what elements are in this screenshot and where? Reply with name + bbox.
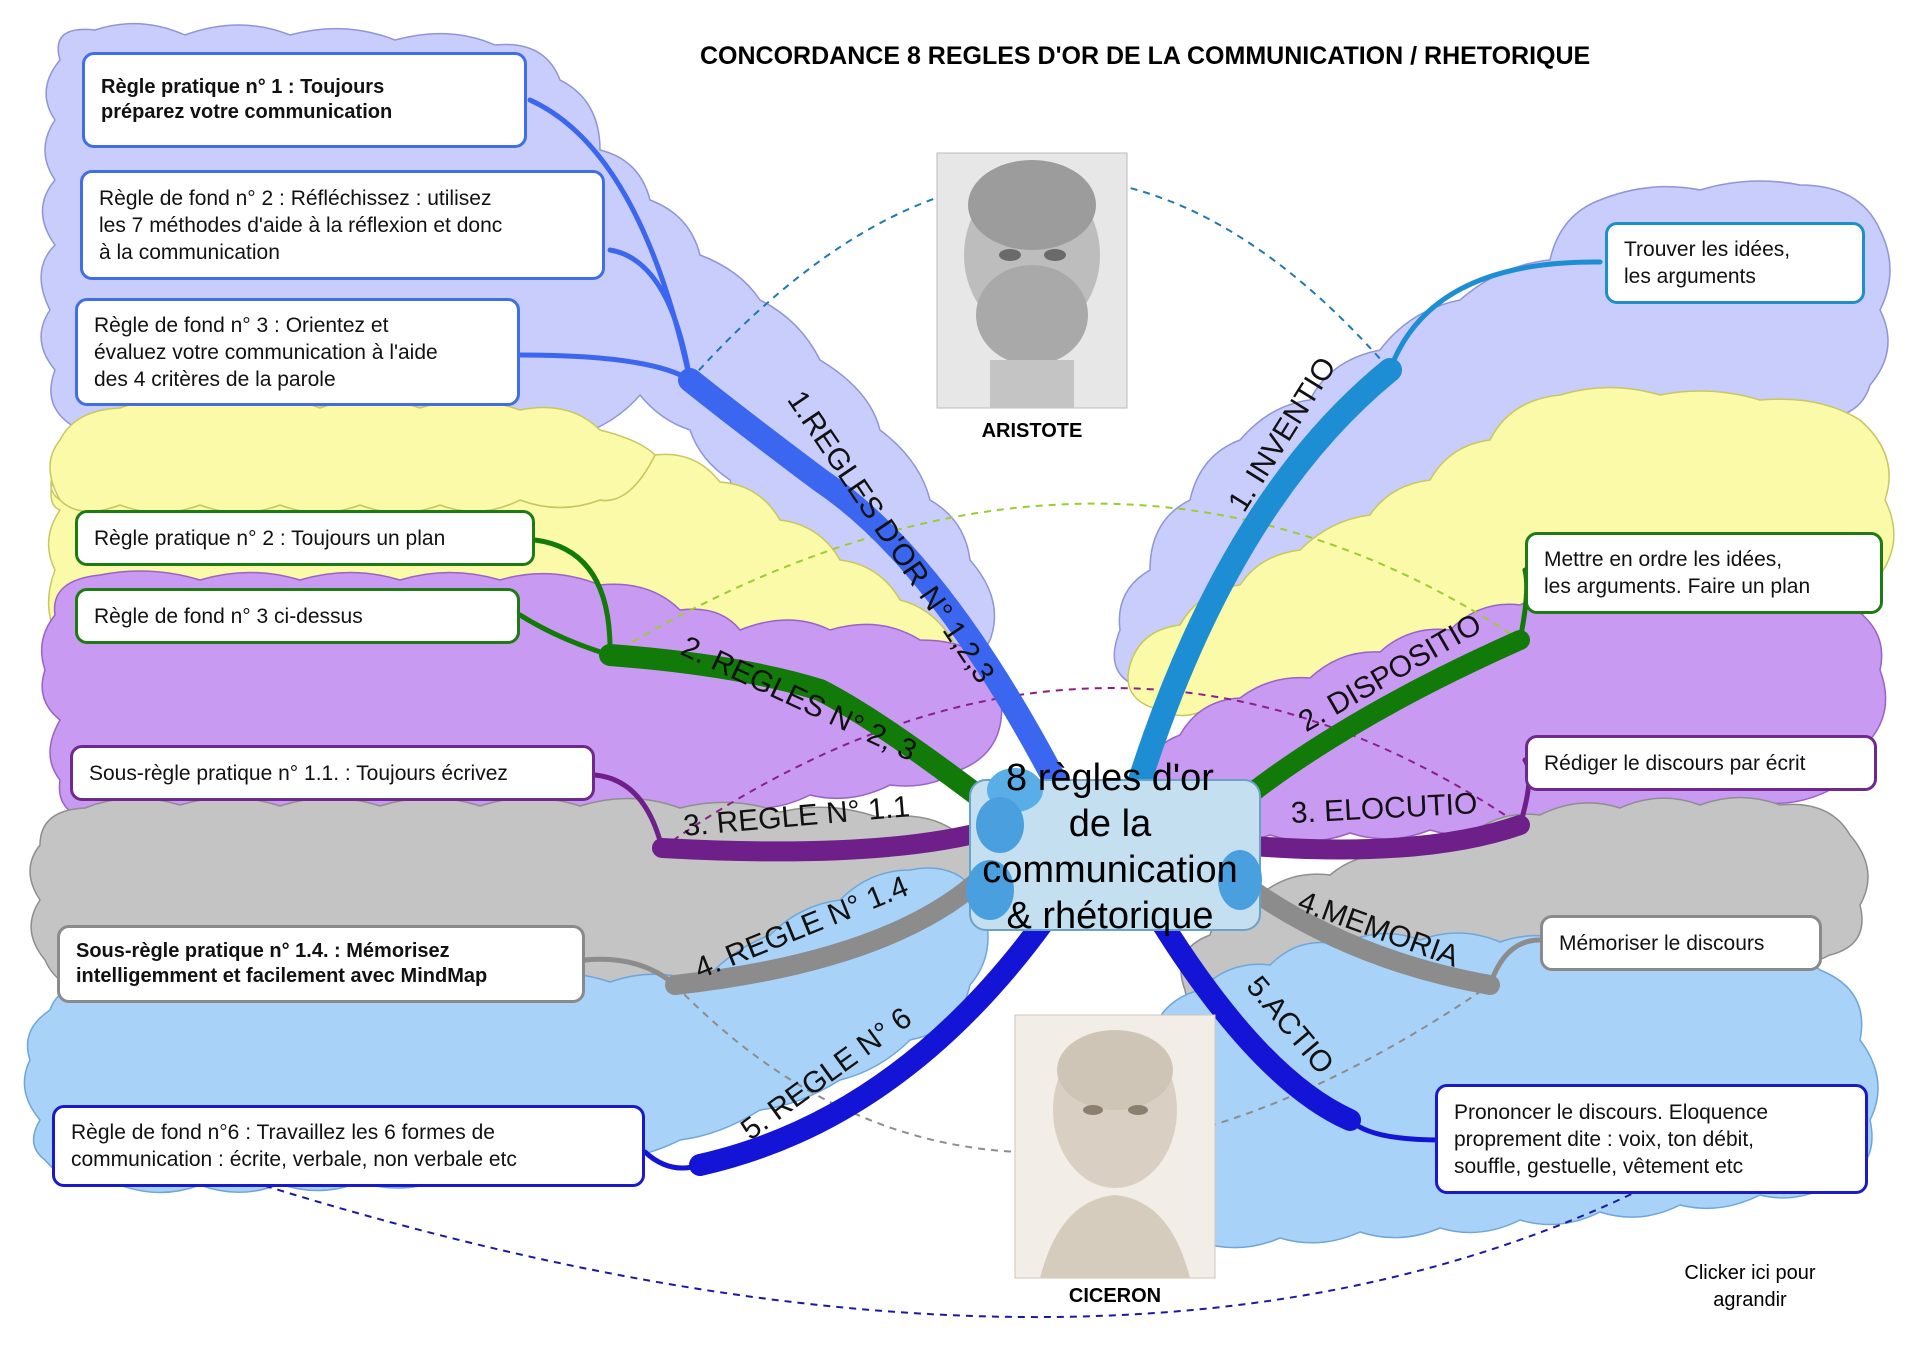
ciceron-label: CICERON: [1068, 1285, 1162, 1307]
box-inventio[interactable]: Trouver les idées, les arguments: [1605, 222, 1865, 304]
box-regle-pratique-1[interactable]: Règle pratique n° 1 : Toujours préparez …: [82, 52, 527, 148]
central-topic-line: 8 règles d'or: [1006, 757, 1214, 799]
box-line: préparez votre communication: [101, 101, 393, 123]
box-line: Prononcer le discours. Eloquence: [1454, 1100, 1769, 1124]
box-memoria[interactable]: Mémoriser le discours: [1540, 915, 1822, 971]
box-line: communication : écrite, verbale, non ver…: [71, 1148, 517, 1171]
zoom-link-line: agrandir: [1713, 1289, 1787, 1311]
central-topic-line: de la: [1068, 803, 1152, 845]
branch-twig-left-3: [592, 772, 665, 851]
branch-line-right-4: [1235, 875, 1500, 995]
box-actio[interactable]: Prononcer le discours. Eloquence proprem…: [1435, 1084, 1868, 1194]
branch-line-right-5: [1149, 909, 1361, 1131]
box-line: Sous-règle pratique n° 1.1. : Toujours é…: [89, 761, 508, 785]
branch-twig-left-1b: [607, 247, 693, 383]
page-title: CONCORDANCE 8 REGLES D'OR DE LA COMMUNIC…: [700, 42, 1591, 70]
box-line: Rédiger le discours par écrit: [1544, 751, 1806, 775]
box-line: évaluez votre communication à l'aide: [94, 340, 438, 364]
branch-twig-right-1: [1387, 259, 1603, 373]
box-line: intelligemment et facilement avec MindMa…: [76, 965, 488, 987]
box-line: des 4 critères de la parole: [94, 367, 336, 391]
zoom-link[interactable]: Clicker ici pour agrandir: [1660, 1260, 1840, 1314]
box-regle-pratique-2[interactable]: Règle pratique n° 2 : Toujours un plan: [75, 510, 535, 566]
branch-twig-left-4: [582, 956, 678, 988]
branch-line-left-5: [689, 909, 1056, 1176]
box-sous-regle-14[interactable]: Sous-règle pratique n° 1.4. : Mémorisez …: [57, 925, 585, 1003]
aristote-label: ARISTOTE: [981, 420, 1083, 442]
box-line: Règle pratique n° 1 : Toujours: [101, 76, 385, 98]
ciceron-bust-image: [1014, 1014, 1216, 1279]
box-regle-fond-3-ci-dessus[interactable]: Règle de fond n° 3 ci-dessus: [75, 588, 520, 644]
branch-twig-left-1c: [517, 352, 693, 383]
box-sous-regle-11[interactable]: Sous-règle pratique n° 1.1. : Toujours é…: [70, 745, 595, 801]
box-line: les arguments. Faire un plan: [1544, 575, 1811, 598]
box-regle-fond-2[interactable]: Règle de fond n° 2 : Réfléchissez : util…: [80, 170, 605, 280]
branch-twig-right-5: [1347, 1117, 1443, 1143]
aristote-bust-image: [936, 152, 1128, 409]
branch-line-left-2: [599, 644, 1021, 831]
box-line: Règle pratique n° 2 : Toujours un plan: [94, 526, 446, 550]
central-topic[interactable]: 8 règles d'or de la communication & rhét…: [960, 755, 1260, 939]
box-line: Règle de fond n°6 : Travaillez les 6 for…: [71, 1121, 495, 1144]
branch-twig-left-5: [642, 1149, 703, 1171]
box-line: souffle, gestuelle, vêtement etc: [1454, 1154, 1744, 1178]
box-line: Mettre en ordre les idées,: [1544, 548, 1783, 571]
central-topic-line: communication: [982, 849, 1238, 891]
cloud-yellow-left-top: [49, 397, 656, 514]
box-line: proprement dite : voix, ton débit,: [1454, 1127, 1754, 1151]
arc-actio: [239, 1177, 1641, 1319]
box-elocutio[interactable]: Rédiger le discours par écrit: [1525, 735, 1877, 791]
central-topic-line: & rhétorique: [1006, 895, 1214, 937]
branch-twig-left-2a: [532, 537, 613, 658]
arc-dispositio: [609, 502, 1521, 656]
box-line: les arguments: [1624, 265, 1756, 288]
branch-twig-left-2b: [517, 612, 613, 658]
box-line: Sous-règle pratique n° 1.4. : Mémorisez: [76, 940, 450, 962]
branch-line-right-3: [1230, 815, 1530, 860]
box-line: les 7 méthodes d'aide à la réflexion et …: [99, 213, 503, 237]
box-line: Règle de fond n° 3 ci-dessus: [94, 604, 363, 628]
branch-line-right-1: [1128, 358, 1402, 792]
branch-line-left-3: [652, 820, 1000, 862]
branch-line-left-4: [665, 860, 1000, 995]
branch-line-right-2: [1220, 630, 1530, 820]
branch-twig-right-4: [1487, 937, 1543, 988]
box-line: Trouver les idées,: [1624, 238, 1791, 261]
central-node: [966, 768, 1262, 931]
arc-elocutio: [661, 687, 1521, 849]
box-line: à la communication: [99, 240, 280, 264]
zoom-link-line: Clicker ici pour: [1684, 1262, 1816, 1284]
box-regle-fond-3[interactable]: Règle de fond n° 3 : Orientez et évaluez…: [75, 298, 520, 406]
box-dispositio[interactable]: Mettre en ordre les idées, les arguments…: [1525, 532, 1883, 614]
box-line: Règle de fond n° 3 : Orientez et: [94, 313, 389, 337]
branch-line-left-1: [678, 368, 1072, 802]
box-line: Mémoriser le discours: [1559, 931, 1765, 955]
box-regle-fond-6[interactable]: Règle de fond n°6 : Travaillez les 6 for…: [52, 1105, 645, 1187]
box-line: Règle de fond n° 2 : Réfléchissez : util…: [99, 186, 492, 210]
